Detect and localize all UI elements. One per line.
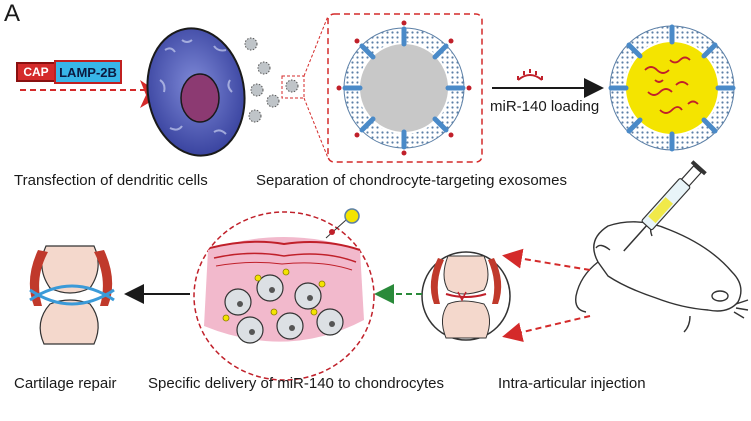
targeting-exosome <box>336 20 472 156</box>
cap-label-box: CAP <box>16 62 56 82</box>
mouse <box>575 221 749 333</box>
mirna-loading-label: miR-140 loading <box>490 98 600 115</box>
syringe <box>623 160 707 252</box>
separation-caption: Separation of chondrocyte-targeting exos… <box>256 172 568 189</box>
repaired-joint <box>29 245 115 345</box>
mirna-glyph <box>517 69 543 81</box>
repair-caption: Cartilage repair <box>14 375 117 392</box>
zoom-line-top <box>303 15 329 77</box>
injection-arrow-lower <box>502 315 591 343</box>
nucleus <box>180 73 220 123</box>
panel-letter: A <box>4 0 21 27</box>
delivery-caption: Specific delivery of miR-140 to chondroc… <box>148 375 444 392</box>
zoom-box <box>327 13 483 163</box>
secreted-exosomes <box>244 37 299 123</box>
lamp-2b-label-box: LAMP-2B <box>54 60 122 84</box>
transfection-caption: Transfection of dendritic cells <box>14 172 208 189</box>
cartilage-tissue <box>193 208 375 381</box>
injected-joint <box>421 251 511 341</box>
loaded-exosome <box>608 24 736 152</box>
dendritic-cell <box>146 27 246 157</box>
zoom-source-box <box>281 75 305 99</box>
zoom-line-bottom <box>303 97 329 159</box>
injection-caption: Intra-articular injection <box>498 375 646 392</box>
injection-arrow-upper <box>502 248 591 271</box>
